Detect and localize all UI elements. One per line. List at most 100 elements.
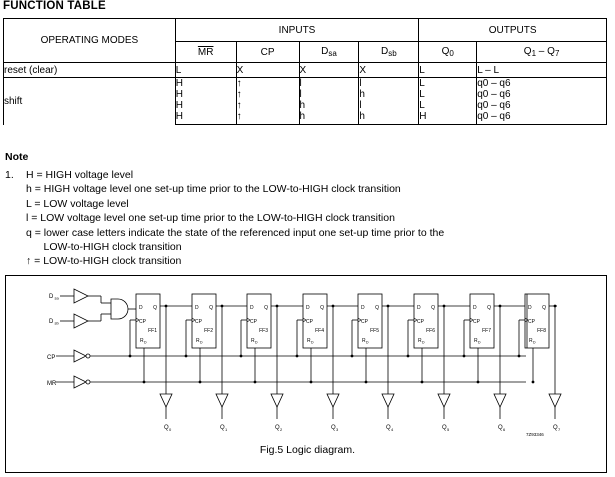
ff-pin-q: Q [375, 305, 379, 311]
ff-pin-q: Q [264, 305, 268, 311]
junction-dot [142, 380, 146, 384]
junction-dot [295, 354, 299, 358]
ff-pin-cp: CP [306, 319, 314, 325]
ff-pin-rd-sub: D [422, 341, 425, 345]
flip-flop-5 [357, 293, 383, 349]
ff-pin-rd-sub: D [533, 341, 536, 345]
ff-pin-cp: CP [417, 319, 425, 325]
ff-pin-q: Q [209, 305, 213, 311]
dsb-buffer-icon [73, 313, 89, 329]
note-line: LOW-to-HIGH clock transition [26, 241, 182, 253]
junction-dot [239, 354, 243, 358]
ff-pin-rd-sub: D [311, 341, 314, 345]
dsb-input-label: D [49, 319, 54, 325]
ff-label: FF2 [204, 328, 213, 334]
table-row: H ↑ l h L q0 – q6 [4, 89, 607, 100]
ff-pin-d: D [250, 305, 254, 311]
output-label-sub: 2 [280, 427, 283, 432]
output-label-q4: Q [386, 425, 391, 431]
ff-pin-d: D [473, 305, 477, 311]
junction-dot [406, 354, 410, 358]
ff-pin-rd: R [196, 338, 200, 344]
col-q0: Q0 [418, 41, 478, 63]
output-label-sub: 0 [169, 427, 172, 432]
table-row: H ↑ h h H q0 – q6 [4, 111, 607, 125]
junction-dot [275, 304, 279, 308]
figure-caption: Fig.5 Logic diagram. [259, 444, 356, 456]
diagram-reference: 7Z93346 [526, 432, 544, 437]
ff-pin-cp: CP [250, 319, 258, 325]
ff-pin-rd-sub: D [144, 341, 147, 345]
ff-pin-d: D [361, 305, 365, 311]
ff-pin-q: Q [487, 305, 491, 311]
flip-flop-8 [524, 293, 550, 349]
ff-pin-rd-sub: D [478, 341, 481, 345]
output-label-q6: Q [498, 425, 503, 431]
output-buffer-icon [381, 393, 395, 408]
clock-edge-icon [302, 317, 307, 323]
output-label-q1: Q [220, 425, 225, 431]
ff-pin-cp: CP [361, 319, 369, 325]
clock-edge-icon [469, 317, 474, 323]
junction-dot [253, 380, 257, 384]
col-mr: MR [175, 41, 237, 63]
clock-edge-icon [135, 317, 140, 323]
mr-inverter-bubble [85, 379, 91, 385]
ff-pin-rd: R [251, 338, 255, 344]
junction-dot [386, 304, 390, 308]
ff-pin-cp: CP [195, 319, 203, 325]
junction-dot [350, 354, 354, 358]
note-heading: Note [5, 151, 29, 163]
ff-pin-q: Q [431, 305, 435, 311]
and-gate-icon [110, 298, 129, 320]
function-table: OPERATING MODES INPUTS OUTPUTS MR CP Dsa… [3, 18, 607, 125]
note-line: ↑ = LOW-to-HIGH clock transition [26, 255, 182, 268]
operating-modes-header: OPERATING MODES [3, 18, 176, 63]
ff-label: FF4 [315, 328, 324, 334]
ff-pin-q: Q [153, 305, 157, 311]
ff-pin-cp: CP [139, 319, 147, 325]
output-label-q2: Q [275, 425, 280, 431]
col-dsb: Dsb [358, 41, 420, 63]
ff-pin-d: D [417, 305, 421, 311]
output-label-q3: Q [331, 425, 336, 431]
ff-label: FF7 [482, 328, 491, 334]
note-line: h = HIGH voltage level one set-up time p… [26, 183, 401, 196]
ff-pin-rd: R [418, 338, 422, 344]
ff-pin-rd: R [529, 338, 533, 344]
output-label-sub: 7 [558, 427, 561, 432]
junction-dot [331, 304, 335, 308]
junction-dot [164, 304, 168, 308]
ff-pin-rd-sub: D [366, 341, 369, 345]
output-buffer-icon [270, 393, 284, 408]
junction-dot [184, 354, 188, 358]
junction-dot [364, 380, 368, 384]
col-cp: CP [236, 41, 300, 63]
ff-label: FF1 [148, 328, 157, 334]
ff-pin-d: D [528, 305, 532, 311]
junction-dot [553, 304, 557, 308]
note-line: L = LOW voltage level [26, 197, 129, 210]
ff-pin-rd: R [307, 338, 311, 344]
inputs-header: INPUTS [175, 18, 420, 42]
dsa-input-label: D [49, 294, 54, 300]
ff-label: FF3 [259, 328, 268, 334]
output-buffer-icon [215, 393, 229, 408]
junction-dot [517, 354, 521, 358]
flip-flop-6 [413, 293, 439, 349]
flip-flop-4 [302, 293, 328, 349]
junction-dot [476, 380, 480, 384]
table-row-reset: reset (clear) L X X X L L – L [3, 62, 607, 78]
clock-edge-icon [357, 317, 362, 323]
output-buffer-icon [159, 393, 173, 408]
output-buffer-icon [326, 393, 340, 408]
ff-pin-rd: R [140, 338, 144, 344]
flip-flop-3 [246, 293, 272, 349]
flip-flop-2 [191, 293, 217, 349]
dsa-input-sub: sa [55, 296, 60, 301]
cp-input-label: CP [47, 355, 55, 361]
ff-pin-d: D [195, 305, 199, 311]
clock-edge-icon [191, 317, 196, 323]
output-label-sub: 6 [503, 427, 506, 432]
clock-edge-icon [524, 317, 529, 323]
